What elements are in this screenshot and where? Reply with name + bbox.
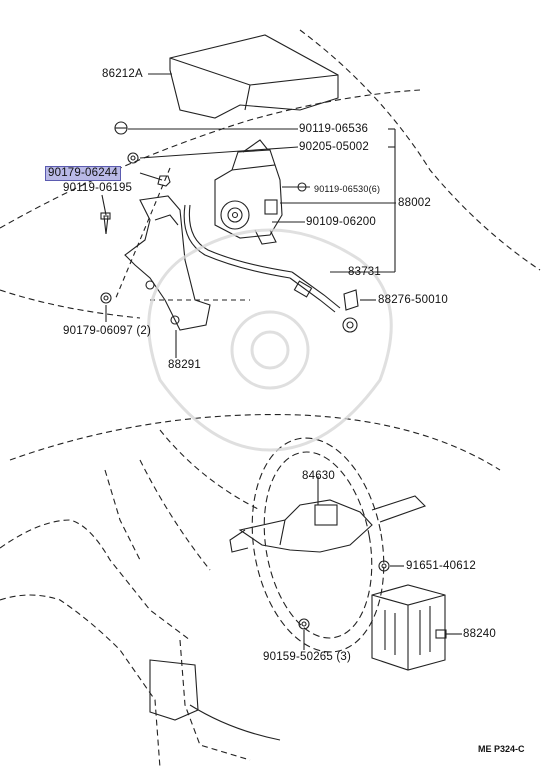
label-88002[interactable]: 88002 xyxy=(398,197,431,209)
cable-83731 xyxy=(183,204,358,333)
bracket-88291 xyxy=(124,195,211,331)
dashed-outline-top xyxy=(0,89,421,229)
combination-switch-84630 xyxy=(229,495,427,553)
label-90205-05002[interactable]: 90205-05002 xyxy=(299,141,369,153)
dashed-outline-left xyxy=(0,289,141,319)
nut-90179-06097 xyxy=(100,292,112,304)
label-83731[interactable]: 83731 xyxy=(348,266,381,278)
nut-90179-06244 xyxy=(157,175,171,187)
watermark-emblem xyxy=(147,228,393,452)
label-88291[interactable]: 88291 xyxy=(168,359,201,371)
washer-90205 xyxy=(127,152,139,164)
label-86212A[interactable]: 86212A xyxy=(102,68,143,80)
label-84630[interactable]: 84630 xyxy=(302,470,335,482)
label-90119-06536[interactable]: 90119-06536 xyxy=(299,123,369,135)
label-88240[interactable]: 88240 xyxy=(463,628,496,640)
label-91651-40612[interactable]: 91651-40612 xyxy=(406,560,476,572)
label-90179-06244[interactable]: 90179-06244 xyxy=(45,166,121,181)
bolt-90119-06195 xyxy=(100,212,111,235)
diagram-reference: ME P324-C xyxy=(478,744,525,754)
steering-wheel xyxy=(251,437,385,653)
clip-88276 xyxy=(343,289,359,311)
label-90109-06200[interactable]: 90109-06200 xyxy=(306,216,376,228)
label-88276-50010[interactable]: 88276-50010 xyxy=(378,294,448,306)
dashed-dash xyxy=(9,414,501,471)
screw-91651 xyxy=(378,560,390,572)
screw-90159 xyxy=(298,618,310,630)
label-90179-06097[interactable]: 90179-06097 (2) xyxy=(63,325,152,337)
cover-86212A xyxy=(169,34,339,119)
label-90119-06195[interactable]: 90119-06195 xyxy=(63,182,133,194)
label-90119-06530[interactable]: 90119-06530(6) xyxy=(314,184,381,194)
actuator-88002 xyxy=(214,139,283,245)
dashed-outline-right xyxy=(299,29,541,271)
control-module-88240 xyxy=(371,584,447,671)
label-90159-50265[interactable]: 90159-50265 (3) xyxy=(263,651,352,663)
